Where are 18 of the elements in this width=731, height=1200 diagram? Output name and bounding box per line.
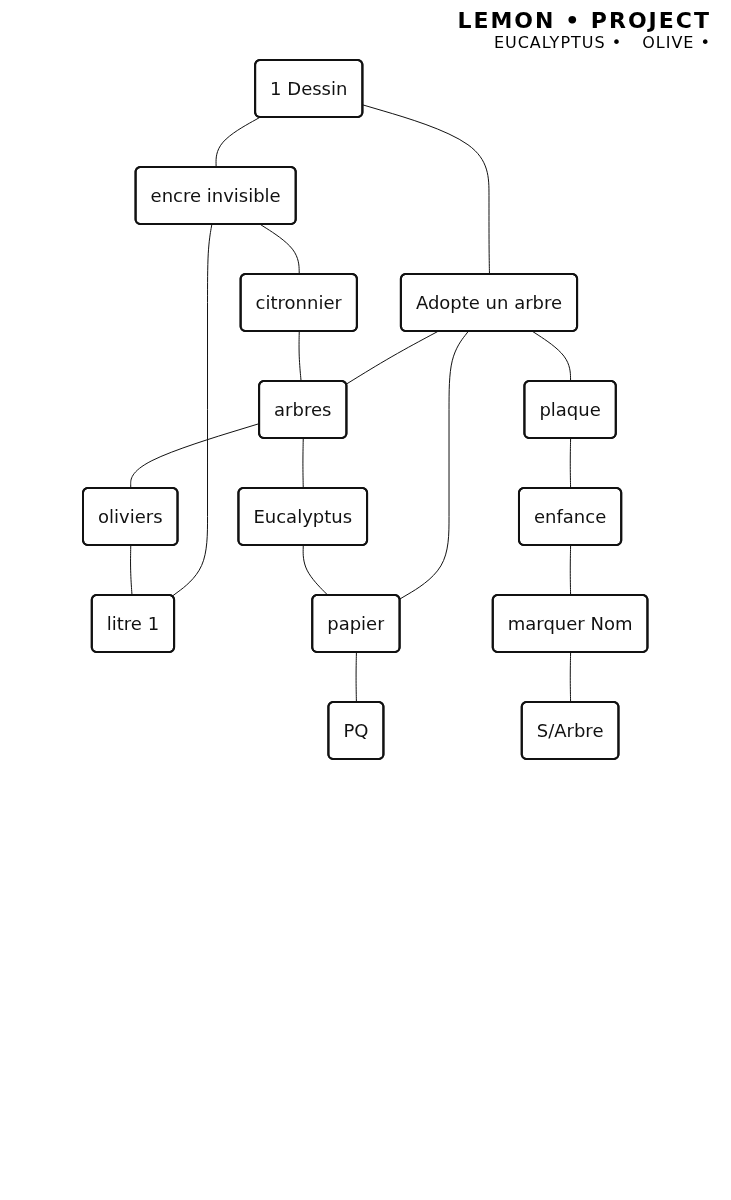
note-text: OLIVE • (642, 33, 711, 52)
connector (399, 331, 469, 600)
connector (130, 545, 133, 596)
note-text: EUCALYPTUS • (493, 33, 623, 52)
connector (362, 104, 491, 275)
connector (570, 438, 572, 489)
title: LEMON • PROJECT (457, 8, 711, 33)
connector (171, 224, 213, 597)
connector (570, 545, 572, 596)
connector (260, 224, 300, 275)
connector (215, 116, 261, 168)
connector (355, 652, 358, 703)
connector (302, 438, 304, 489)
connector (298, 331, 302, 382)
connector (532, 331, 572, 382)
connector (346, 331, 439, 385)
connector (570, 652, 572, 703)
connector (302, 545, 329, 596)
